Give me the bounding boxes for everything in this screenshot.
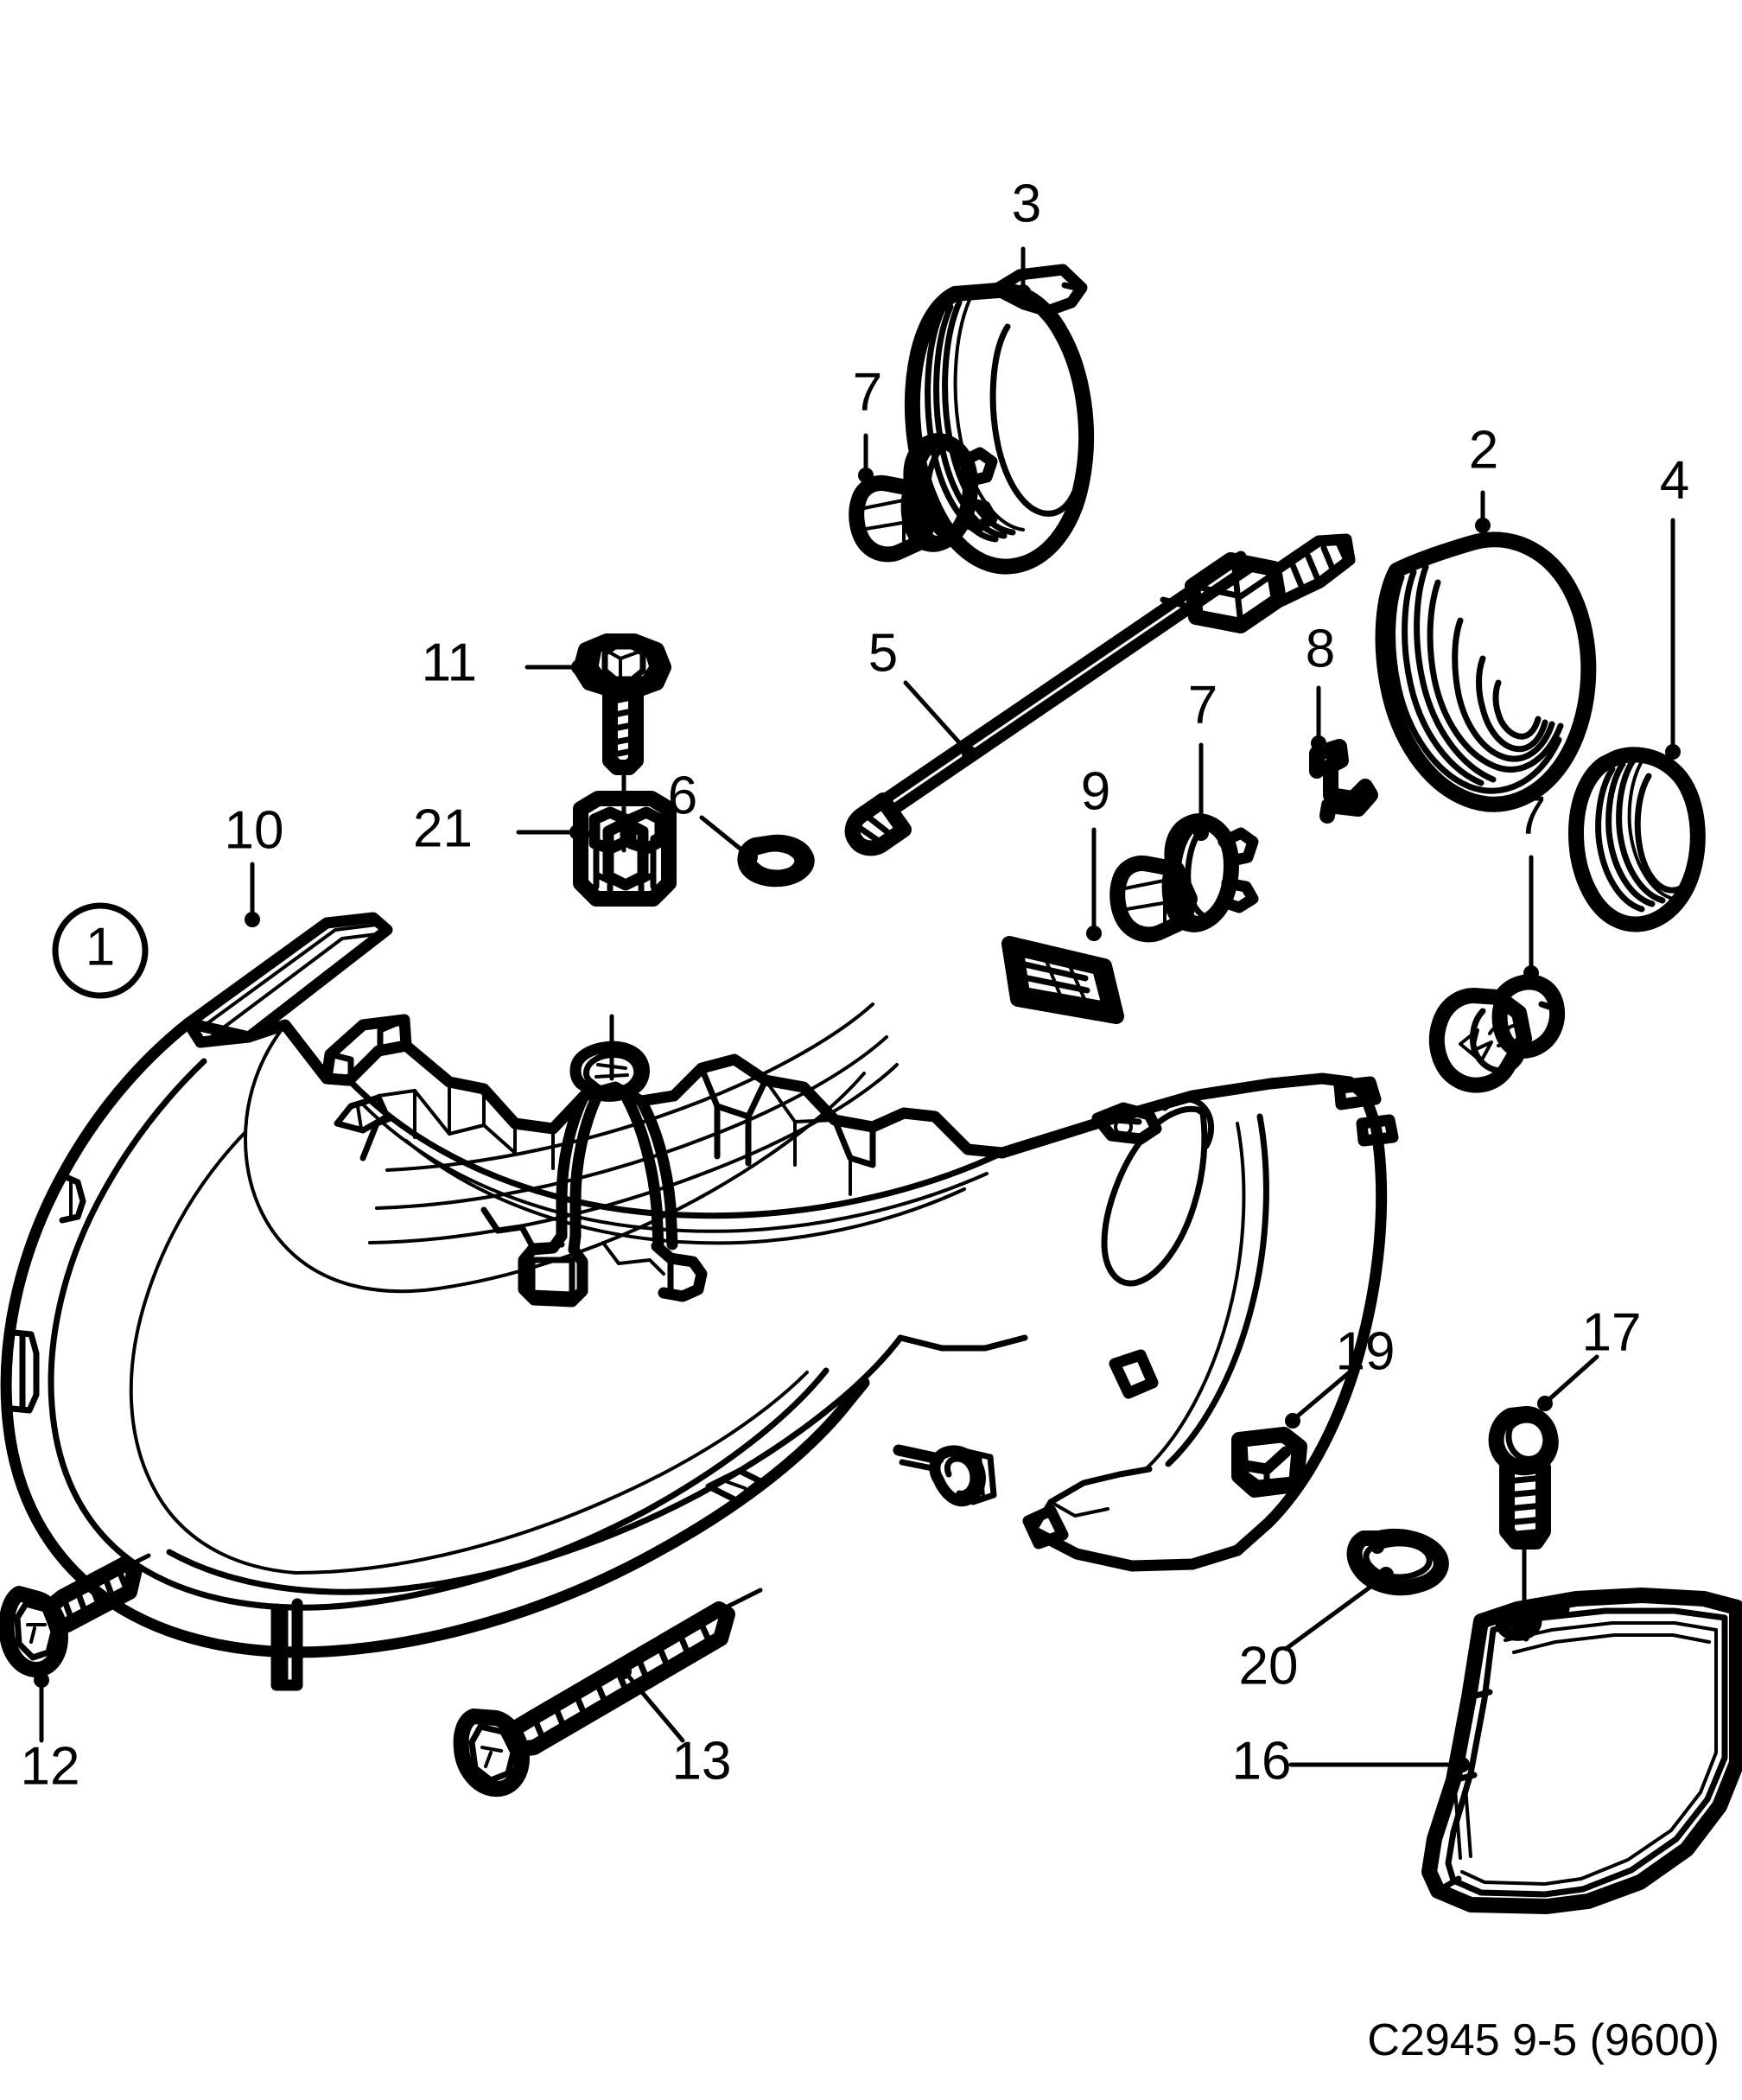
callout-label-14: 13 [672, 1731, 732, 1791]
leader-13-tip [125, 1553, 151, 1569]
part-9-bracket-z [1309, 739, 1378, 824]
part-7-halogen-bulb-upper [849, 433, 998, 563]
callout-label-19: 19 [1336, 1321, 1396, 1381]
part-2-cover-cap-large [1375, 531, 1597, 812]
part-12-screw-with-washer [573, 633, 671, 775]
part-21-adjuster-bracket [573, 791, 677, 907]
part-20-grommet-oval [1346, 1529, 1449, 1596]
part-10-connector-socket [1001, 936, 1124, 1024]
callout-label-13: 12 [21, 1736, 80, 1796]
part-13-hex-bolt-short [0, 1556, 143, 1677]
callout-label-21: 21 [413, 799, 473, 858]
part-14-hex-bolt-long [453, 1601, 735, 1798]
diagram-caption: C2945 9-5 (9600) [1367, 2015, 1720, 2065]
callout-label-2: 2 [1469, 420, 1498, 480]
callout-label-12: 11 [422, 633, 477, 692]
part-17-screw-trim [1488, 1406, 1559, 1550]
part-7-halogen-bulb-lower [1109, 813, 1259, 943]
callout-label-20: 20 [1239, 1636, 1299, 1696]
callout-label-9: 8 [1306, 619, 1335, 678]
part-1-headlamp-assembly [0, 1002, 1399, 1691]
callout-label-10: 9 [1081, 761, 1110, 821]
callout-label-16: 16 [1232, 1731, 1292, 1791]
part-19-clip-square [1231, 1427, 1307, 1498]
callout-label-5: 5 [868, 623, 898, 683]
part-11-seal-strip [182, 912, 393, 1048]
callout-label-3: 3 [1012, 174, 1041, 233]
part-3-cover-cap-ring [904, 264, 1095, 575]
callout-label-11: 10 [225, 800, 284, 860]
part-5-adjuster-rod [844, 533, 1356, 856]
callout-label-4: 4 [1660, 450, 1689, 510]
callout-badge-1: 1 [86, 917, 115, 977]
callout-label-7a: 7 [853, 362, 882, 422]
callout-label-8: 7 [1516, 786, 1546, 845]
part-8-bayonet-bulb [1428, 974, 1566, 1093]
part-4-cover-cap-small [1568, 747, 1706, 932]
leader-14-tip [720, 1588, 763, 1612]
part-16-trim-cover [1421, 1588, 1742, 1914]
callout-label-6: 6 [668, 766, 697, 825]
callout-label-7b: 7 [1188, 675, 1217, 735]
callout-label-17: 17 [1582, 1302, 1642, 1362]
leader-lines [34, 246, 1681, 1772]
